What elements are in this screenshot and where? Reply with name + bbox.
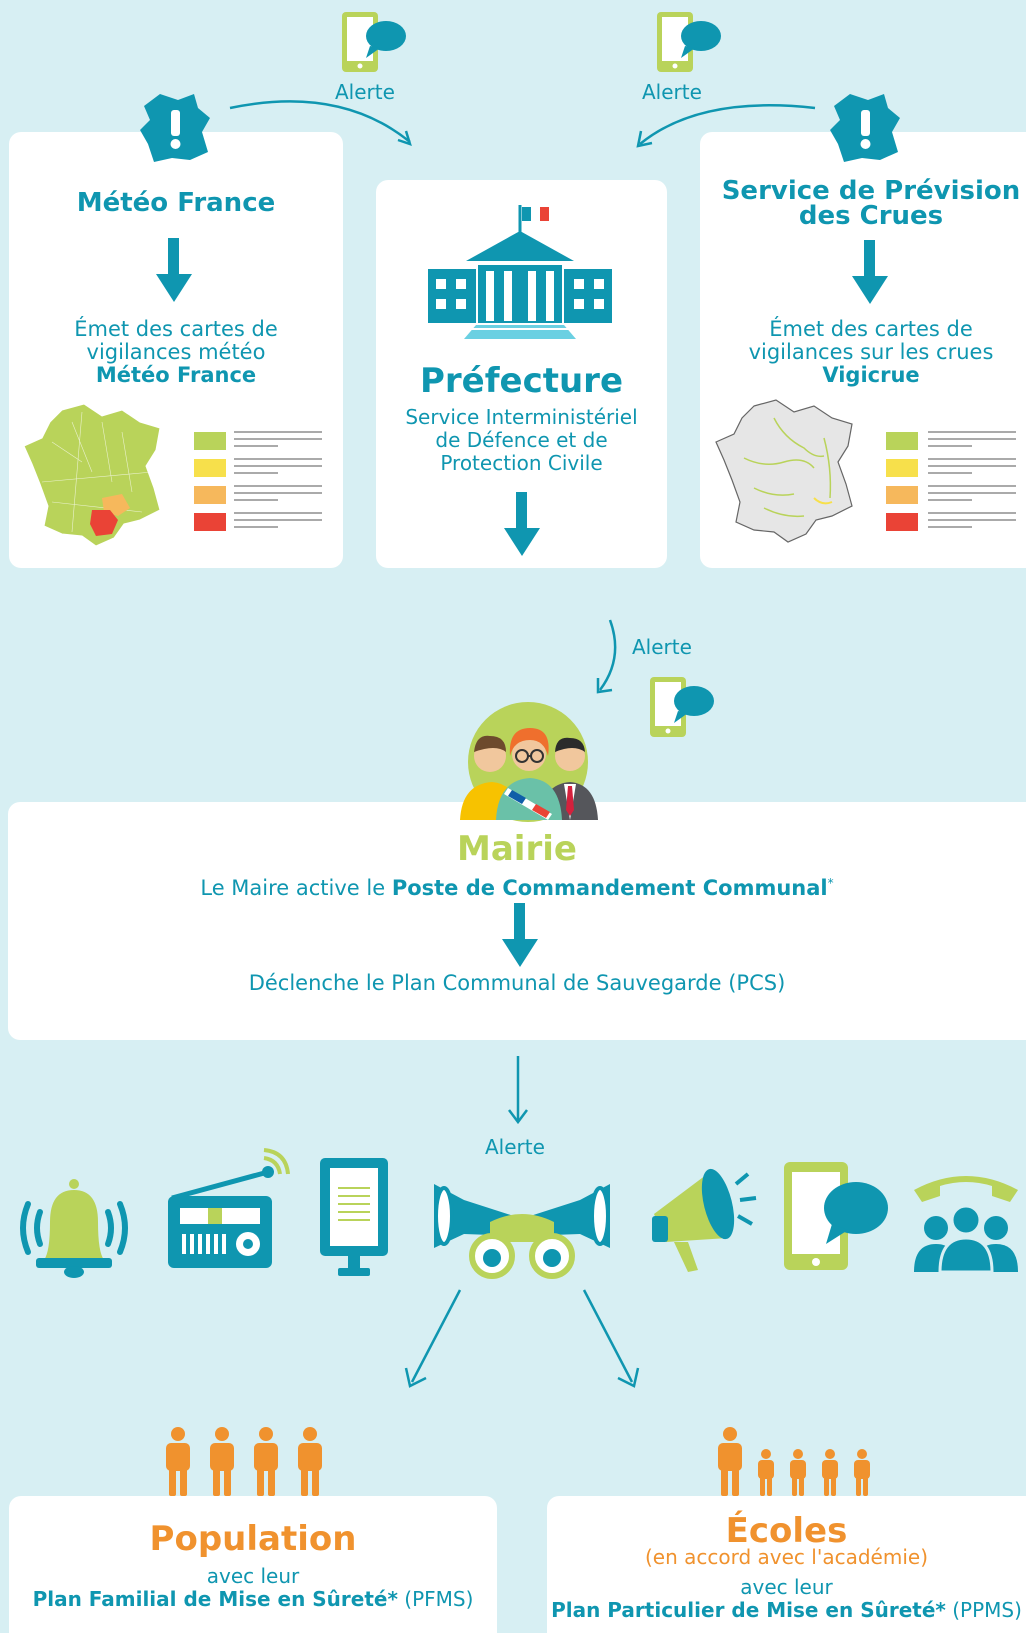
phone-message-icon-large: [784, 1162, 888, 1270]
alert-label-public: Alerte: [485, 1135, 545, 1159]
population-plan-rest: (PFMS): [397, 1587, 474, 1611]
meteo-line3: Météo France: [95, 363, 257, 387]
mairie-command-bold: Poste de Commandement Communal: [391, 876, 828, 900]
school-people-icon: [718, 1427, 870, 1496]
bell-icon: [20, 1179, 128, 1278]
ecoles-subtitle: (en accord avec l'académie): [644, 1545, 928, 1569]
split-arrow-icon-right: [582, 1289, 640, 1388]
alert-label-mairie: Alerte: [632, 635, 692, 659]
split-arrow-icon-left: [404, 1289, 462, 1388]
population-title: Population: [149, 1519, 357, 1559]
mairie-command-prefix: Le Maire active le: [200, 876, 392, 900]
down-arrow-icon-meteo: [156, 238, 192, 302]
megaphone-icon: [652, 1168, 757, 1272]
spc-line2: vigilances sur les crues: [748, 340, 994, 364]
mairie-command-star: *: [827, 876, 834, 890]
down-arrow-icon-spc: [852, 240, 888, 304]
curved-arrow-icon-right: [636, 104, 816, 148]
alert-label-top-left: Alerte: [335, 80, 395, 104]
france-rivers-map: [715, 399, 853, 543]
ecoles-plan-rest: (PPMS): [945, 1598, 1022, 1622]
prefecture-line2: de Défence et de: [435, 428, 608, 452]
meteo-title: Météo France: [76, 188, 276, 218]
loudspeaker-car-icon: [434, 1184, 610, 1279]
france-alert-icon-right: [830, 94, 900, 162]
mayor-council-icon: [460, 702, 598, 822]
france-alert-icon-left: [140, 94, 210, 162]
population-plan-bold: Plan Familial de Mise en Sûreté*: [32, 1587, 398, 1611]
curved-arrow-icon-left: [229, 100, 412, 146]
down-arrow-icon-prefecture: [504, 492, 540, 556]
prefecture-title: Préfecture: [419, 361, 624, 401]
population-line2: Plan Familial de Mise en Sûreté* (PFMS): [9, 1588, 497, 1611]
meteo-line2: vigilances météo: [86, 340, 266, 364]
spc-line3: Vigicrue: [822, 363, 920, 387]
ecoles-card: [547, 1496, 1026, 1633]
down-line-arrow-icon: [508, 1056, 528, 1125]
radio-icon: [168, 1148, 290, 1268]
ecoles-line2: Plan Particulier de Mise en Sûreté* (PPM…: [547, 1599, 1026, 1622]
prefecture-line3: Protection Civile: [440, 451, 603, 475]
curved-arrow-icon-mairie: [596, 619, 617, 694]
ecoles-line1: avec leur: [740, 1575, 833, 1599]
ecoles-title: Écoles: [725, 1511, 848, 1551]
prefecture-building-icon: [428, 205, 612, 339]
mairie-command-line: Le Maire active le Poste de Commandement…: [8, 872, 1026, 900]
spc-title-line1: Service de Prévision: [721, 176, 1021, 206]
mairie-pcs-line: Déclenche le Plan Communal de Sauvegarde…: [248, 971, 786, 995]
phone-message-icon-right: [657, 12, 721, 72]
down-arrow-icon-mairie: [502, 903, 538, 967]
phone-message-icon-left: [342, 12, 406, 72]
population-card: [9, 1496, 497, 1633]
sign-panel-icon: [320, 1158, 388, 1276]
ecoles-plan-bold: Plan Particulier de Mise en Sûreté*: [551, 1598, 946, 1622]
mairie-title: Mairie: [457, 829, 577, 869]
phone-call-group-icon: [914, 1176, 1018, 1274]
spc-line1: Émet des cartes de: [769, 317, 973, 341]
prefecture-line1: Service Interministériel: [405, 405, 638, 429]
france-vigilance-map: [23, 403, 161, 547]
phone-message-icon-mairie: [650, 677, 714, 737]
population-line1: avec leur: [206, 1564, 300, 1588]
population-people-icon: [166, 1427, 322, 1496]
alert-label-top-right: Alerte: [642, 80, 702, 104]
spc-title-line2: des Crues: [798, 201, 944, 231]
meteo-line1: Émet des cartes de: [74, 317, 278, 341]
